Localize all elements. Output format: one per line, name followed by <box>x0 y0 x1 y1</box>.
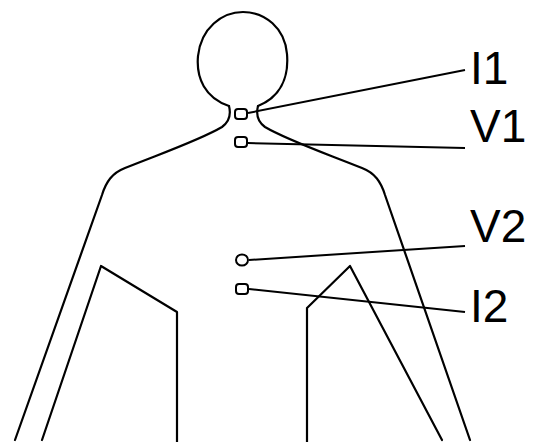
leader-line <box>248 70 465 113</box>
left-arm-outline <box>15 106 230 440</box>
electrode-label: V2 <box>470 203 526 249</box>
electrode <box>235 109 247 119</box>
electrode <box>236 255 248 266</box>
electrode-label: I1 <box>470 45 508 91</box>
electrode <box>236 284 248 294</box>
electrode <box>235 137 247 147</box>
electrode-label: I2 <box>470 283 508 329</box>
head-outline <box>198 12 288 106</box>
leader-line <box>249 289 465 312</box>
right-armpit-outline <box>307 266 442 442</box>
electrode-label: V1 <box>470 103 526 149</box>
leader-line <box>249 246 465 260</box>
right-arm-outline <box>257 106 470 440</box>
left-armpit-outline <box>42 266 177 442</box>
leader-line <box>248 143 465 148</box>
